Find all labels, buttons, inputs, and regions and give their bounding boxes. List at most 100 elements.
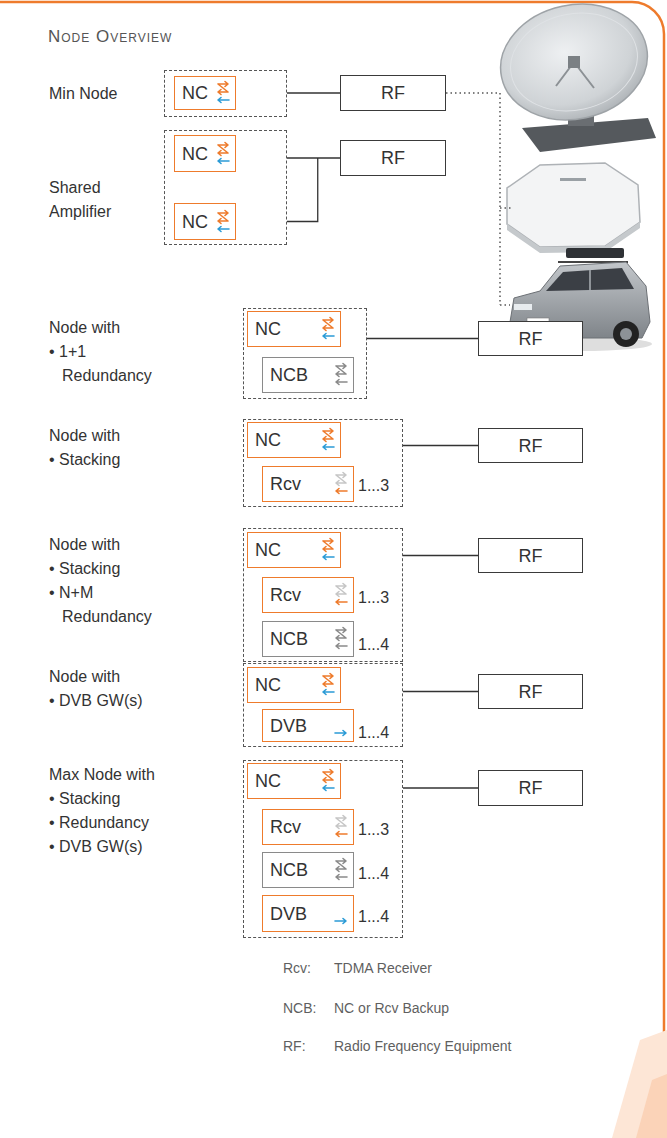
direction-icon (320, 537, 336, 563)
box-label: RF (519, 436, 543, 456)
row-heading-text: Node with (49, 533, 174, 557)
direction-icon (333, 857, 349, 883)
connector-line (287, 158, 340, 222)
box-label: RF (381, 83, 405, 103)
row-heading-text: • N+M Redundancy (49, 581, 174, 629)
row-heading-text: Min Node (49, 82, 157, 106)
row-heading-text: Shared Amplifier (49, 176, 157, 224)
box-label: NC (255, 430, 281, 450)
label-holder: 1...4 (358, 907, 389, 927)
box-label: NCB (270, 365, 308, 385)
box-label: NC (255, 675, 281, 695)
row-heading: Max Node with• Stacking• Redundancy• DVB… (49, 763, 174, 859)
direction-icon (333, 582, 349, 608)
unit-box: NC (174, 135, 236, 172)
rf-box: RF (478, 674, 583, 709)
row-heading: Node with• Stacking• N+M Redundancy (49, 533, 174, 629)
box-label: RF (381, 148, 405, 168)
unit-box: Rcv (262, 466, 354, 502)
row-heading-text: • Stacking (49, 787, 174, 811)
label-holder: 1...3 (358, 476, 389, 496)
row-heading-text: Node with (49, 665, 174, 689)
box-label: Rcv (270, 474, 301, 494)
node-group: Min NodeNC (164, 70, 287, 117)
legend-text: Rcv: (283, 959, 311, 977)
box-label: NC (255, 540, 281, 560)
corner-decoration (636, 1074, 667, 1138)
connector-line (403, 691, 478, 692)
diagram-title: Node Overview (48, 26, 172, 48)
row-heading-text: Node with (49, 316, 174, 340)
label-holder: 1...4 (358, 635, 389, 655)
legend-text: Radio Frequency Equipment (334, 1037, 511, 1055)
unit-box: NC (247, 667, 341, 703)
box-label: NC (255, 771, 281, 791)
connector-line (403, 445, 478, 446)
rf-box: RF (478, 428, 583, 463)
row-heading-text: • 1+1 Redundancy (49, 340, 174, 388)
rf-box: RF (340, 140, 446, 176)
count-label: 1...4 (358, 635, 389, 655)
label-holder: 1...4 (358, 723, 389, 743)
box-label: NC (182, 83, 208, 103)
label-holder: NCB: (283, 999, 316, 1017)
legend-text: TDMA Receiver (334, 959, 432, 977)
row-heading-text: • Stacking (49, 557, 174, 581)
row-heading: Node with• 1+1 Redundancy (49, 316, 174, 388)
row-heading: Node with• Stacking (49, 424, 174, 472)
row-heading-text: Max Node with (49, 763, 174, 787)
label-holder: 1...3 (358, 588, 389, 608)
unit-box: DVB (262, 709, 354, 742)
direction-icon (333, 814, 349, 840)
label-holder: Radio Frequency Equipment (334, 1037, 511, 1055)
node-group: Shared AmplifierNCNC (164, 130, 287, 245)
count-label: 1...3 (358, 476, 389, 496)
unit-box: NC (174, 203, 236, 240)
direction-icon (215, 80, 231, 106)
row-heading-text: • DVB GW(s) (49, 689, 174, 713)
row-heading: Min Node (49, 82, 157, 106)
box-label: NC (182, 212, 208, 232)
unit-box: NC (247, 311, 341, 347)
direction-icon (320, 427, 336, 453)
row-heading-text: • DVB GW(s) (49, 835, 174, 859)
title-holder: Node Overview (48, 26, 172, 48)
box-label: NC (255, 319, 281, 339)
flat-panel-antenna (507, 163, 640, 253)
direction-icon (333, 626, 349, 652)
satellite-dish (490, 0, 658, 152)
label-holder: 1...4 (358, 864, 389, 884)
connector-line (403, 555, 478, 556)
unit-box: NCB (262, 357, 354, 393)
unit-box: NCB (262, 852, 354, 888)
rf-box: RF (478, 770, 583, 806)
direction-icon (215, 209, 231, 235)
direction-icon (333, 901, 349, 927)
count-label: 1...3 (358, 820, 389, 840)
label-holder: RF: (283, 1037, 306, 1055)
row-heading: Node with• DVB GW(s) (49, 665, 174, 713)
unit-box: NC (174, 76, 236, 110)
legend-text: RF: (283, 1037, 306, 1055)
connector-line (367, 338, 478, 339)
unit-box: NC (247, 422, 341, 458)
connector-line (403, 787, 478, 788)
count-label: 1...3 (358, 588, 389, 608)
unit-box: Rcv (262, 809, 354, 845)
unit-box: Rcv (262, 577, 354, 613)
unit-box: NCB (262, 621, 354, 657)
row-heading: Shared Amplifier (49, 176, 157, 224)
box-label: RF (519, 778, 543, 798)
direction-icon (333, 362, 349, 388)
box-label: Rcv (270, 817, 301, 837)
row-heading-text: Node with (49, 424, 174, 448)
box-label: DVB (270, 716, 307, 736)
box-label: RF (519, 329, 543, 349)
box-label: Rcv (270, 585, 301, 605)
unit-box: NC (247, 532, 341, 568)
dotted-link (446, 93, 512, 305)
direction-icon (215, 141, 231, 167)
legend-text: NCB: (283, 999, 316, 1017)
